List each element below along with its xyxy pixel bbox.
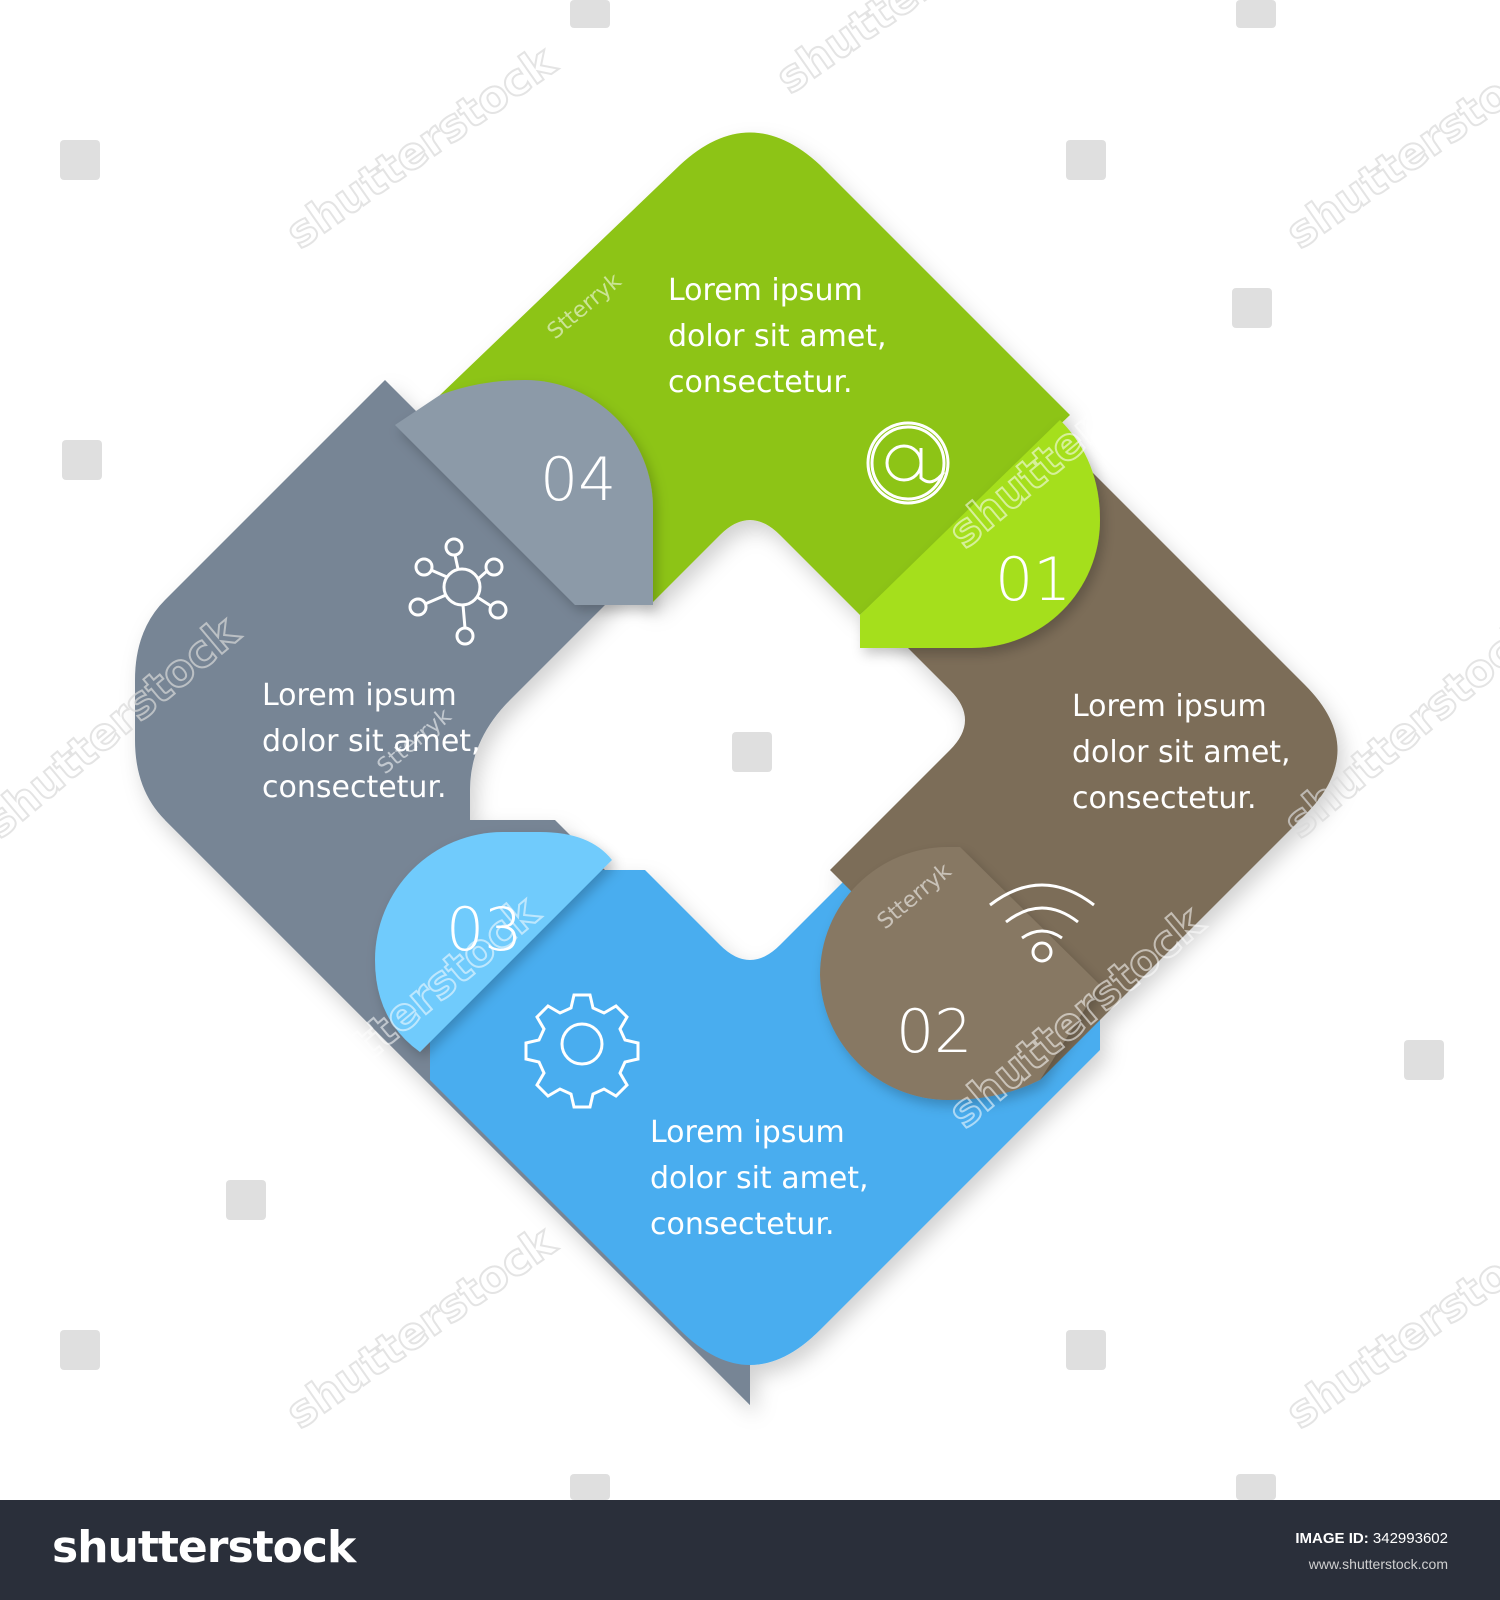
segment-03-cap: [375, 832, 612, 1052]
segment-04-number: 04: [540, 445, 616, 515]
segment-01-number: 01: [995, 545, 1071, 615]
network-icon: [408, 537, 508, 646]
footer-url: www.shutterstock.com: [1308, 1556, 1448, 1572]
segment-01-line-3: consectetur.: [668, 365, 853, 400]
segment-02-line-3: consectetur.: [1072, 781, 1257, 816]
segment-01-line-1: Lorem ipsum: [668, 273, 863, 308]
segment-02-line-1: Lorem ipsum: [1072, 689, 1267, 724]
segment-03-content: Lorem ipsum dolor sit amet, consectetur.…: [446, 895, 869, 1242]
svg-text:shutterstock: shutterstock: [277, 1215, 566, 1439]
image-id-label: IMAGE ID:: [1295, 1530, 1369, 1547]
svg-text:shutterstock: shutterstock: [767, 0, 1056, 104]
segment-04-content: Lorem ipsum dolor sit amet, consectetur.…: [262, 445, 616, 805]
segment-02-cap: [820, 847, 1100, 1100]
segment-01-cap: [860, 420, 1100, 648]
segment-02-content: Lorem ipsum dolor sit amet, consectetur.…: [896, 689, 1291, 1067]
segment-02-line-2: dolor sit amet,: [1072, 735, 1291, 770]
gear-icon: [524, 993, 640, 1109]
segment-03-line-1: Lorem ipsum: [650, 1115, 845, 1150]
at-sign-icon: [866, 421, 950, 505]
diagram-area: shutterstock shutterstock shutterstock s…: [0, 0, 1500, 1500]
svg-text:shutterstock: shutterstock: [277, 35, 566, 259]
segment-03-line-2: dolor sit amet,: [650, 1161, 869, 1196]
image-id: IMAGE ID: 342993602: [1295, 1530, 1448, 1547]
svg-text:shutterstock: shutterstock: [1277, 35, 1500, 259]
wifi-icon: [989, 883, 1095, 963]
segment-04-line-3: consectetur.: [262, 770, 447, 805]
segment-04-line-2: dolor sit amet,: [262, 724, 481, 759]
svg-text:shutterstock: shutterstock: [1277, 1215, 1500, 1439]
image-id-value: 342993602: [1372, 1530, 1448, 1547]
footer-bar: shutterstock IMAGE ID: 342993602 www.shu…: [0, 1500, 1500, 1600]
segment-04-cap: [395, 380, 653, 605]
segment-01-content: Lorem ipsum dolor sit amet, consectetur.…: [668, 273, 1071, 615]
footer-logo: shutterstock: [52, 1522, 356, 1573]
segment-02-number: 02: [896, 997, 972, 1067]
segment-01-line-2: dolor sit amet,: [668, 319, 887, 354]
segment-03-number: 03: [446, 895, 522, 965]
segment-caps: [375, 380, 1100, 1100]
segment-04-line-1: Lorem ipsum: [262, 678, 457, 713]
segment-03-line-3: consectetur.: [650, 1207, 835, 1242]
